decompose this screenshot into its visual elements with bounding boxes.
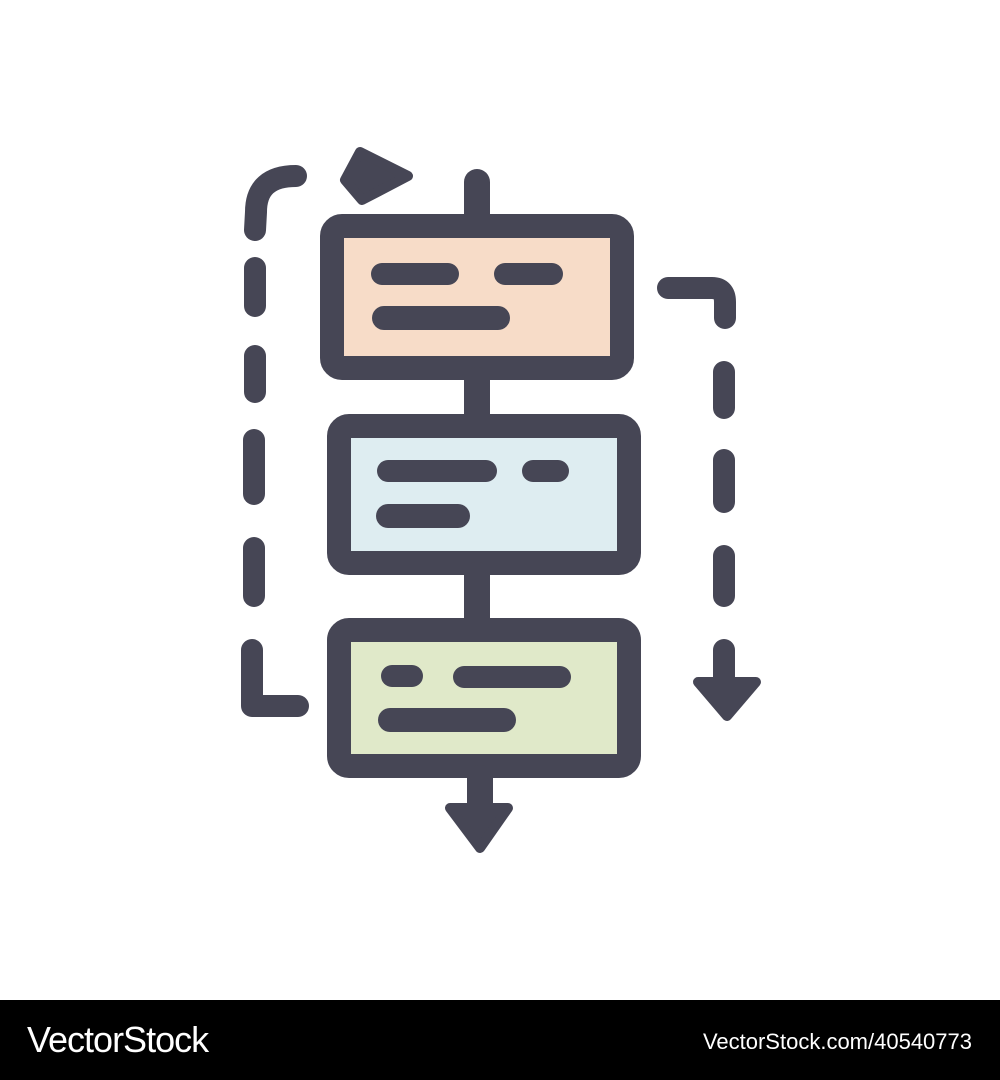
process-block-2: [327, 414, 641, 575]
illustration-canvas: [241, 147, 761, 853]
workflow-process-icon: [241, 147, 761, 853]
right-arrow-head-icon: [340, 147, 413, 205]
right-dashed-loop: [657, 277, 736, 329]
left-dashed-loop: [241, 639, 309, 717]
down-arrow-head-icon: [693, 677, 761, 721]
watermark-footer-bar: VectorStock VectorStock.com/40540773: [0, 1000, 1000, 1080]
down-arrow-head-icon: [445, 803, 513, 853]
image-id-text: VectorStock.com/40540773: [702, 1029, 972, 1054]
vectorstock-logo: VectorStock: [27, 1019, 209, 1060]
process-block-3: [327, 618, 641, 778]
process-block-1: [320, 214, 634, 380]
left-dashed-loop: [244, 165, 307, 241]
